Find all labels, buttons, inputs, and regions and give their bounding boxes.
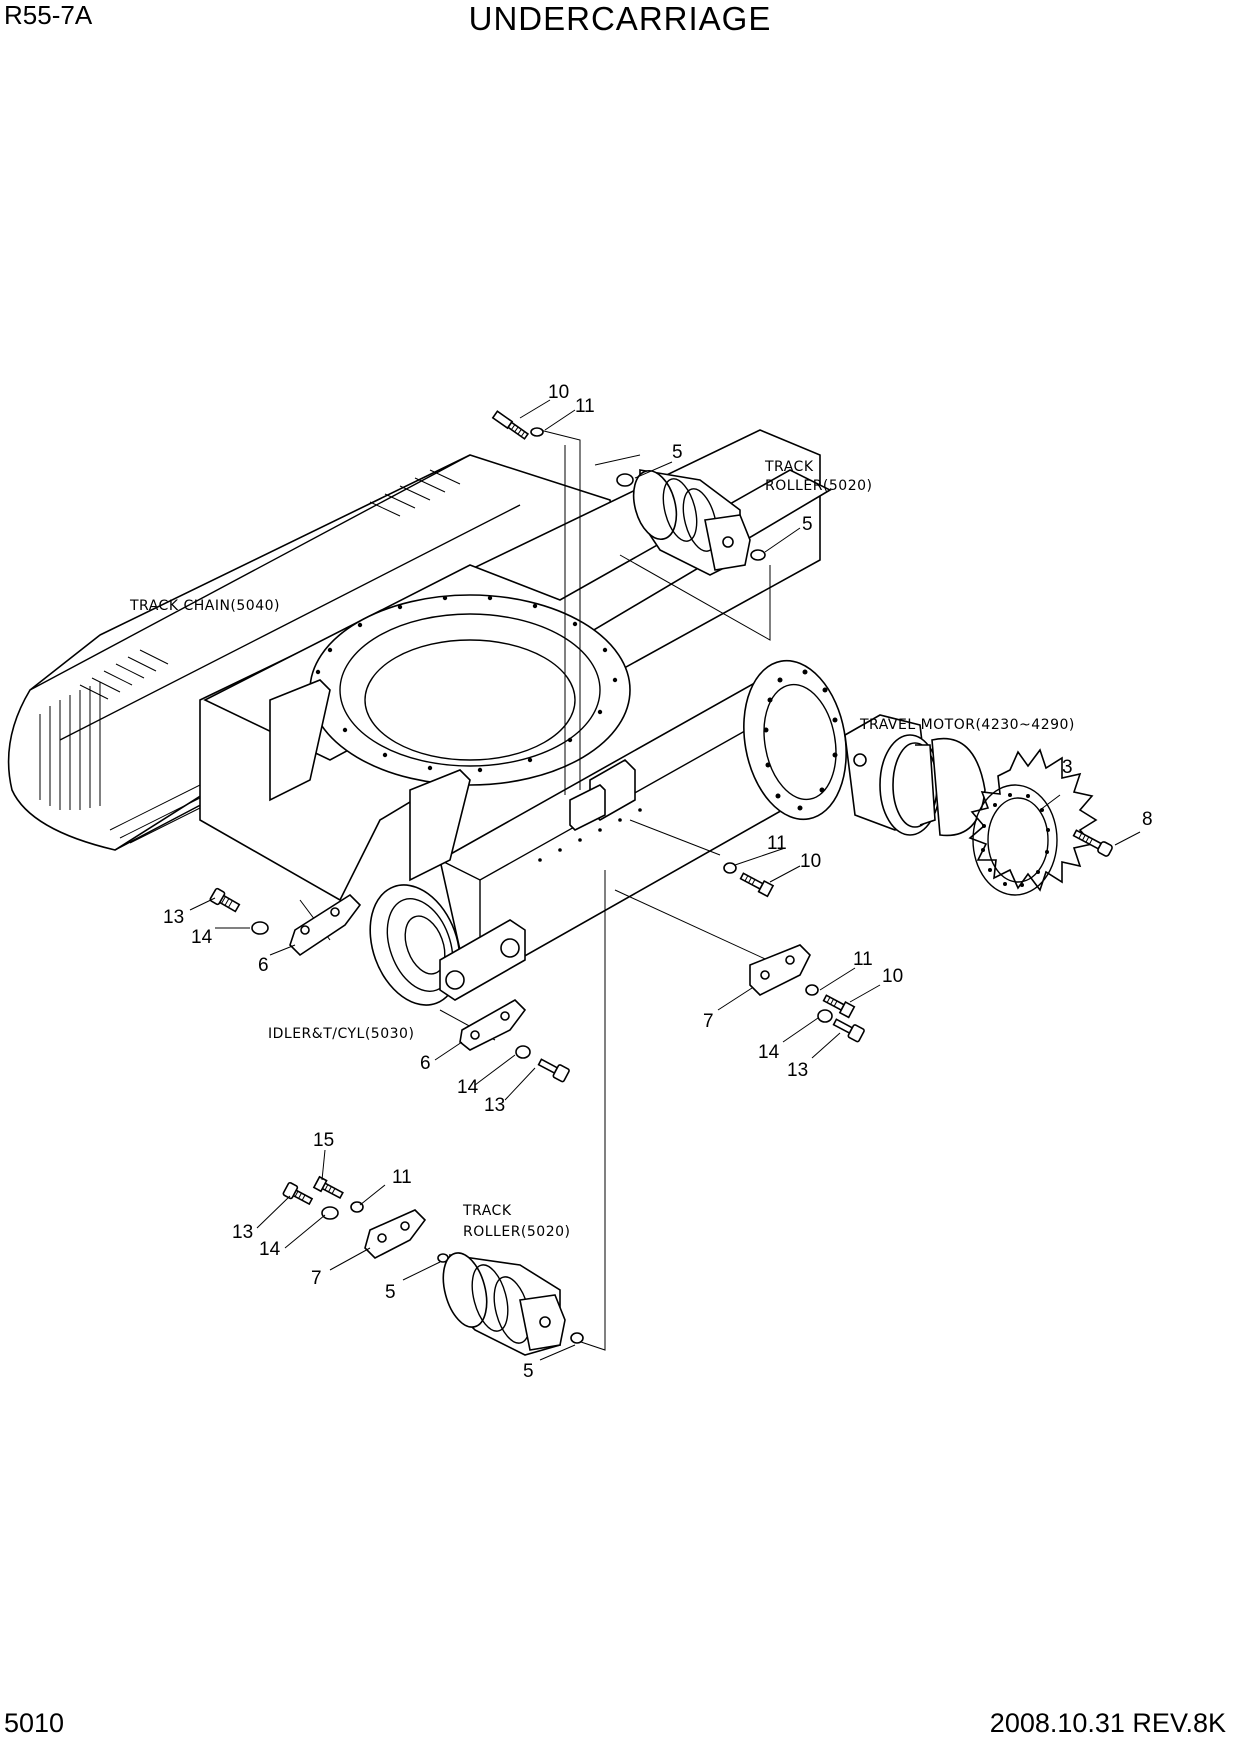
callout-7: 7 xyxy=(311,1268,322,1289)
page-title: UNDERCARRIAGE xyxy=(468,0,772,37)
guard-6-left-drawing xyxy=(209,887,362,957)
track-roller-bottom-label-1: TRACK xyxy=(462,1203,512,1219)
revision-date: 2008.10.31 REV.8K xyxy=(989,1708,1226,1738)
callout-11: 11 xyxy=(853,949,873,970)
callout-leaders xyxy=(189,399,1141,1361)
callout-11: 11 xyxy=(392,1167,412,1188)
guard-6-front-drawing xyxy=(459,999,570,1083)
track-chain-label: TRACK CHAIN(5040) xyxy=(129,598,280,614)
callout-11: 11 xyxy=(767,833,787,854)
callout-13: 13 xyxy=(232,1222,253,1243)
callout-11: 11 xyxy=(575,396,595,417)
callout-13: 13 xyxy=(484,1095,505,1116)
callout-6: 6 xyxy=(258,955,269,976)
travel-motor-drawing xyxy=(844,714,986,837)
track-roller-bottom-drawing xyxy=(282,1175,584,1356)
track-roller-top-label-2: ROLLER(5020) xyxy=(765,478,872,494)
callout-14: 14 xyxy=(457,1077,479,1098)
model-code: R55-7A xyxy=(4,0,93,30)
callout-10: 10 xyxy=(800,851,821,872)
bolt-washer-mid-drawing xyxy=(723,862,775,898)
callout-8: 8 xyxy=(1142,809,1153,830)
track-roller-top-label-1: TRACK xyxy=(764,459,814,475)
callout-3: 3 xyxy=(1062,757,1073,778)
page-number: 5010 xyxy=(4,1708,65,1738)
callout-5: 5 xyxy=(523,1361,534,1382)
callout-13: 13 xyxy=(787,1060,808,1081)
callout-5: 5 xyxy=(802,514,813,535)
callout-5: 5 xyxy=(672,442,683,463)
travel-motor-label: TRAVEL MOTOR(4230~4290) xyxy=(859,717,1075,733)
callout-10: 10 xyxy=(882,966,903,987)
callout-5: 5 xyxy=(385,1282,396,1303)
callout-6: 6 xyxy=(420,1053,431,1074)
callout-13: 13 xyxy=(163,907,184,928)
callout-7: 7 xyxy=(703,1011,714,1032)
guard-7-right-drawing xyxy=(749,944,865,1043)
callout-14: 14 xyxy=(259,1239,281,1260)
callout-10: 10 xyxy=(548,382,569,403)
idler-label: IDLER&T/CYL(5030) xyxy=(268,1026,414,1042)
callout-14: 14 xyxy=(758,1042,780,1063)
callout-14: 14 xyxy=(191,927,213,948)
track-roller-bottom-label-2: ROLLER(5020) xyxy=(463,1224,570,1240)
track-roller-top-drawing xyxy=(491,410,766,576)
sprocket-drawing xyxy=(968,748,1113,896)
callout-15: 15 xyxy=(313,1130,334,1151)
